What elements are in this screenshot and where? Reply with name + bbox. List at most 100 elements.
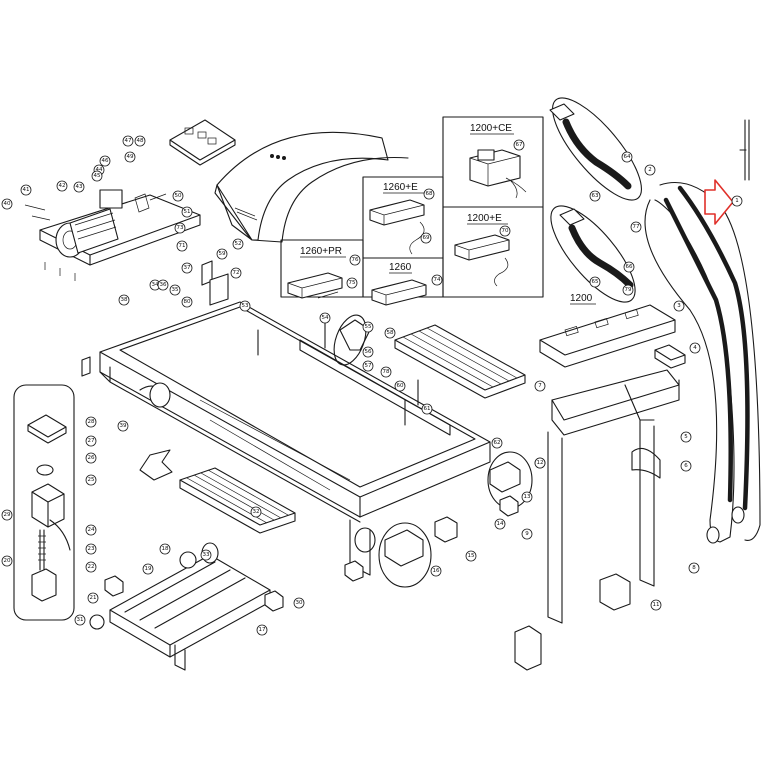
part-callout-63: 63	[589, 190, 601, 202]
part-callout-57: 57	[362, 360, 374, 372]
part-callout-41: 41	[20, 184, 32, 196]
callout-bubble	[200, 549, 212, 561]
callout-number: 31	[77, 617, 84, 623]
callout-bubble	[293, 597, 305, 609]
part-callout-5: 5	[680, 431, 692, 443]
callout-bubble	[420, 232, 432, 244]
callout-number: 40	[4, 201, 11, 207]
callout-bubble	[159, 543, 171, 555]
part-callout-24: 24	[85, 524, 97, 536]
part-callout-74: 74	[431, 274, 443, 286]
callout-bubble	[169, 284, 181, 296]
callout-bubble	[181, 262, 193, 274]
callout-number: 70	[502, 228, 509, 234]
part-callout-19: 19	[142, 563, 154, 575]
part-callout-75: 75	[346, 277, 358, 289]
callout-bubble	[673, 300, 685, 312]
callout-bubble	[256, 624, 268, 636]
callout-bubble	[216, 248, 228, 260]
part-callout-68: 68	[423, 188, 435, 200]
part-callout-53: 53	[239, 300, 251, 312]
callout-number: 19	[145, 566, 152, 572]
part-callout-20: 20	[1, 555, 13, 567]
part-callout-46: 46	[99, 155, 111, 167]
callout-number: 27	[88, 438, 95, 444]
part-callout-33: 33	[200, 549, 212, 561]
callout-bubble	[622, 284, 634, 296]
part-callout-28: 28	[85, 416, 97, 428]
part-callout-12: 12	[534, 457, 546, 469]
callout-bubble	[74, 614, 86, 626]
callout-bubble	[362, 360, 374, 372]
part-callout-80: 80	[181, 296, 193, 308]
module-1260-pr	[287, 272, 343, 299]
part-callout-9: 9	[521, 528, 533, 540]
callout-number: 8	[692, 565, 696, 571]
callout-number: 49	[127, 154, 134, 160]
callout-bubble	[85, 474, 97, 486]
callout-number: 24	[88, 527, 95, 533]
callout-bubble	[650, 599, 662, 611]
callout-number: 72	[233, 270, 240, 276]
part-callout-69: 69	[420, 232, 432, 244]
callout-number: 58	[387, 330, 394, 336]
callout-bubble	[85, 435, 97, 447]
part-callout-66: 66	[623, 261, 635, 273]
part-callout-45: 45	[91, 170, 103, 182]
callout-bubble	[91, 170, 103, 182]
part-callout-32: 32	[250, 506, 262, 518]
callout-number: 50	[175, 193, 182, 199]
base-frame	[109, 542, 271, 671]
part-callout-23: 23	[85, 543, 97, 555]
callout-bubble	[589, 276, 601, 288]
callout-number: 32	[253, 509, 260, 515]
part-callout-26: 26	[85, 452, 97, 464]
callout-bubble	[232, 238, 244, 250]
motor-assembly	[24, 189, 201, 281]
callout-bubble	[1, 198, 13, 210]
part-callout-7: 7	[534, 380, 546, 392]
deck-slats-right	[394, 324, 526, 399]
callout-number: 61	[424, 406, 431, 412]
callout-bubble	[99, 155, 111, 167]
variant-label-1200: 1200	[570, 293, 593, 304]
callout-bubble	[394, 380, 406, 392]
part-callout-73: 73	[174, 222, 186, 234]
callout-number: 56	[365, 349, 372, 355]
part-callouts: 1234567891011121314151617181920212223242…	[1, 135, 743, 636]
callout-number: 55	[365, 324, 372, 330]
part-callout-70: 70	[499, 225, 511, 237]
highlight-arrow-icon	[704, 179, 734, 225]
callout-number: 79	[625, 287, 632, 293]
callout-bubble	[1, 509, 13, 521]
callout-number: 69	[423, 235, 430, 241]
part-callout-21: 21	[87, 592, 99, 604]
callout-number: 20	[4, 558, 11, 564]
main-frame	[99, 301, 491, 576]
part-callout-72: 72	[230, 267, 242, 279]
callout-number: 43	[76, 184, 83, 190]
part-callout-43: 43	[73, 181, 85, 193]
part-callout-13: 13	[521, 491, 533, 503]
callout-bubble	[250, 506, 262, 518]
callout-bubble	[176, 240, 188, 252]
callout-number: 80	[184, 299, 191, 305]
callout-number: 63	[592, 193, 599, 199]
callout-bubble	[494, 518, 506, 530]
callout-number: 18	[162, 546, 169, 552]
part-callout-77: 77	[630, 221, 642, 233]
callout-number: 36	[160, 282, 167, 288]
callout-number: 28	[88, 419, 95, 425]
callout-number: 17	[259, 627, 266, 633]
callout-bubble	[117, 420, 129, 432]
callout-number: 75	[349, 280, 356, 286]
console-assembly	[539, 304, 686, 436]
callout-number: 35	[172, 287, 179, 293]
callout-number: 73	[177, 225, 184, 231]
callout-bubble	[589, 190, 601, 202]
part-callout-2: 2	[644, 164, 656, 176]
part-callout-16: 16	[430, 565, 442, 577]
callout-number: 11	[653, 602, 660, 608]
callout-number: 37	[184, 265, 191, 271]
part-callout-71: 71	[176, 240, 188, 252]
